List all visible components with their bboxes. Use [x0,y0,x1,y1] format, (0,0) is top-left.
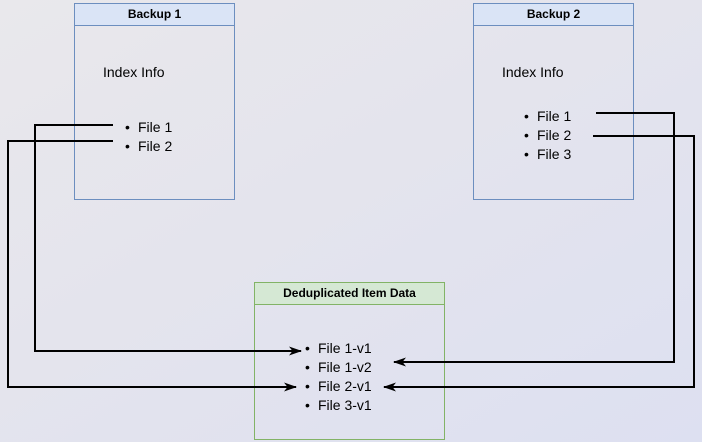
file-item: File 2 [524,126,571,145]
file-item: File 1 [524,107,571,126]
backup2-box: Backup 2 Index Info File 1File 2File 3 [473,3,634,200]
file-item: File 1-v1 [305,339,372,358]
dedup-title: Deduplicated Item Data [255,283,444,305]
backup2-file-list: File 1File 2File 3 [524,107,571,164]
deduplicated-item-data-box: Deduplicated Item Data File 1-v1File 1-v… [254,282,445,440]
file-item: File 3 [524,145,571,164]
file-item: File 2-v1 [305,377,372,396]
file-item: File 3-v1 [305,396,372,415]
backup2-title: Backup 2 [474,4,633,26]
file-item: File 1 [125,118,172,137]
file-item: File 1-v2 [305,358,372,377]
backup1-index-info-label: Index Info [103,64,165,80]
backup1-box: Backup 1 Index Info File 1File 2 [74,3,235,200]
backup1-title: Backup 1 [75,4,234,26]
dedup-file-list: File 1-v1File 1-v2File 2-v1File 3-v1 [305,339,372,415]
backup2-index-info-label: Index Info [502,64,564,80]
backup1-file-list: File 1File 2 [125,118,172,156]
file-item: File 2 [125,137,172,156]
